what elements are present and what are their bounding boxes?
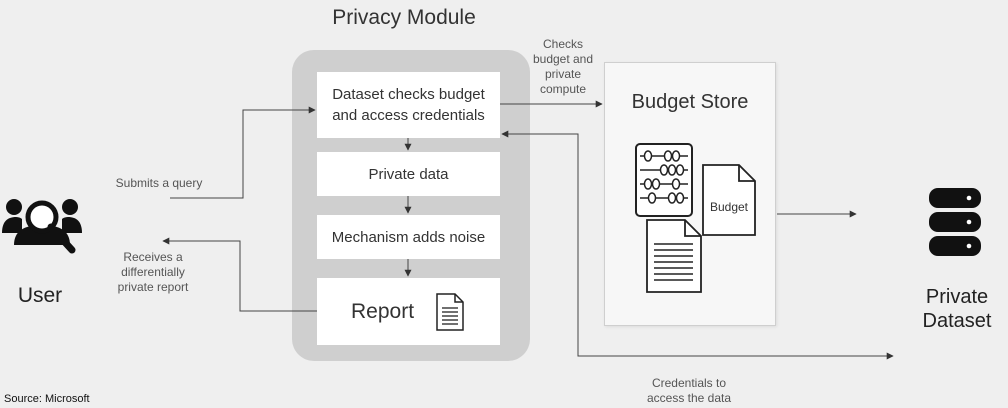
step-private-data-label: Private data — [368, 165, 449, 183]
submit-query-label: Submits a query — [115, 176, 203, 190]
users-search-icon — [2, 199, 82, 254]
database-icon — [929, 188, 981, 256]
step-check-credentials-label: Dataset checks budget and access credent… — [332, 86, 485, 124]
diagram-title: Privacy Module — [332, 6, 476, 29]
step-report: Report — [317, 278, 500, 345]
step-report-label: Report — [351, 300, 415, 323]
source-note: Source: Microsoft — [4, 393, 90, 405]
budget-store-title: Budget Store — [631, 91, 749, 113]
step-check-credentials: Dataset checks budget and access credent… — [317, 72, 500, 138]
step-private-data: Private data — [317, 152, 500, 196]
step-add-noise-label: Mechanism adds noise — [331, 228, 486, 246]
receive-report-label: Receives a differentially private report — [117, 250, 189, 294]
credentials-label: Credentials to access the data — [646, 376, 732, 405]
submit-query-arrow — [170, 106, 316, 199]
receive-report-arrow — [162, 237, 317, 312]
user-label: User — [17, 284, 63, 307]
document-icon — [436, 293, 464, 331]
credentials-arrow — [501, 130, 894, 360]
check-budget-label: Checks budget and private compute — [532, 37, 594, 96]
step-add-noise: Mechanism adds noise — [317, 215, 500, 259]
private-dataset-label: Private Dataset — [922, 286, 992, 332]
